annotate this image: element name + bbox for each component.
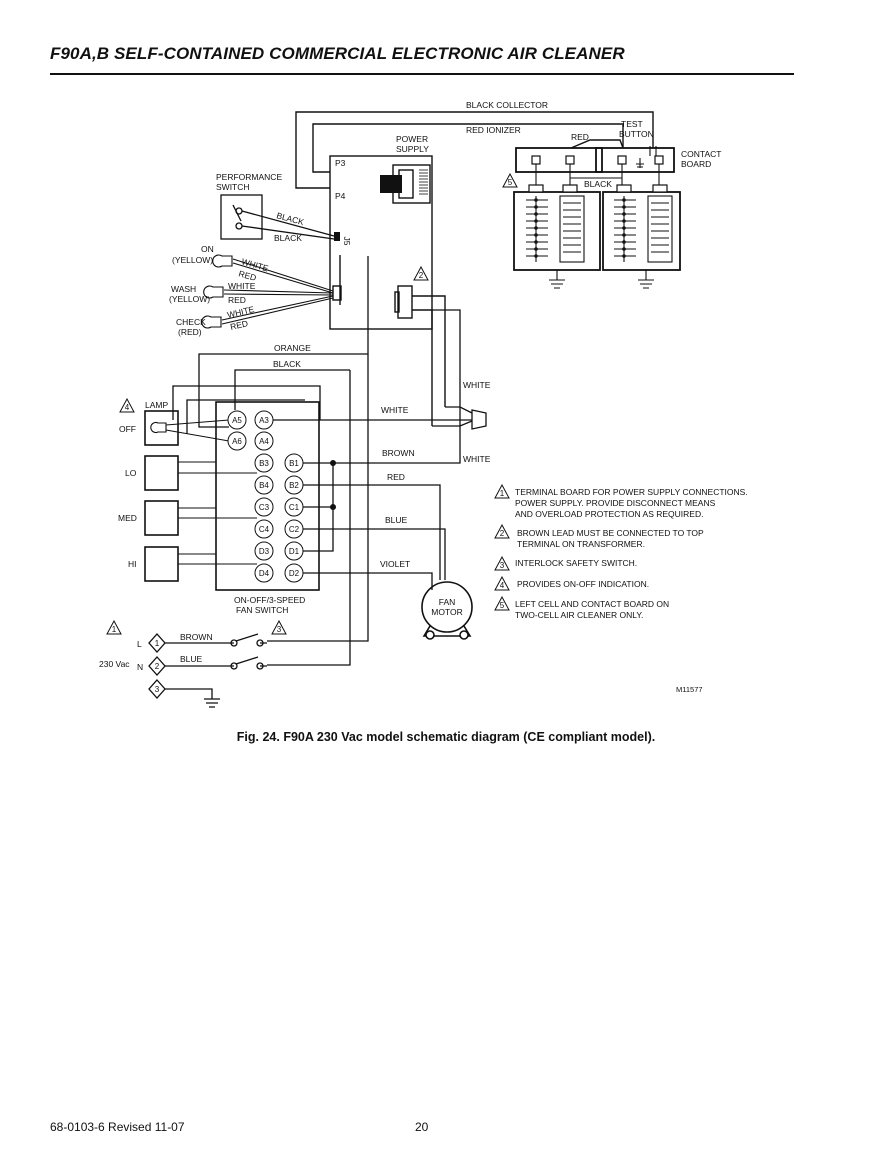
note-2-line-2: TERMINAL ON TRANSFORMER.: [517, 539, 645, 549]
marker-diamond-3: 3: [155, 685, 160, 694]
label-j5: J5: [342, 237, 352, 246]
label-black-right: BLACK: [584, 179, 612, 189]
terminal-d1: D1: [289, 547, 300, 556]
label-vac: 230 Vac: [99, 659, 130, 669]
label-on-off-switch-1: ON-OFF/3-SPEED: [234, 595, 305, 605]
note-5-num: 5: [500, 601, 505, 610]
label-power-supply-1: POWER: [396, 134, 428, 144]
note-1-num: 1: [500, 489, 505, 498]
label-on-off-switch-2: FAN SWITCH: [236, 605, 288, 615]
label-performance-switch-1: PERFORMANCE: [216, 172, 282, 182]
label-p4: P4: [335, 191, 346, 201]
terminal-b1: B1: [289, 459, 299, 468]
label-check-2: (RED): [178, 327, 202, 337]
label-power-supply-2: SUPPLY: [396, 144, 429, 154]
terminal-d4: D4: [259, 569, 270, 578]
label-red-2: RED: [228, 295, 246, 305]
label-on-1: ON: [201, 244, 214, 254]
label-red-b2: RED: [387, 472, 405, 482]
label-med: MED: [118, 513, 137, 523]
figure-caption: Fig. 24. F90A 230 Vac model schematic di…: [236, 730, 656, 744]
note-1-line-3: AND OVERLOAD PROTECTION AS REQUIRED.: [515, 509, 703, 519]
note-2-num: 2: [500, 529, 505, 538]
terminal-b4: B4: [259, 481, 269, 490]
note-1-line-2: POWER SUPPLY. PROVIDE DISCONNECT MEANS: [515, 498, 716, 508]
label-performance-switch-2: SWITCH: [216, 182, 250, 192]
label-white-right-bottom: WHITE: [463, 454, 491, 464]
label-brown-line: BROWN: [180, 632, 213, 642]
terminal-b2: B2: [289, 481, 299, 490]
label-red-ionizer: RED IONIZER: [466, 125, 521, 135]
terminal-a4: A4: [259, 437, 269, 446]
label-white-a3: WHITE: [381, 405, 409, 415]
label-wash-1: WASH: [171, 284, 196, 294]
title-rule: [50, 73, 794, 75]
note-5-line-1: LEFT CELL AND CONTACT BOARD ON: [515, 599, 669, 609]
note-3-line-1: INTERLOCK SAFETY SWITCH.: [515, 558, 637, 568]
terminal-a3: A3: [259, 416, 269, 425]
terminal-a6: A6: [232, 437, 242, 446]
label-p3: P3: [335, 158, 346, 168]
terminal-d3: D3: [259, 547, 270, 556]
marker-tri-3-a: 3: [277, 625, 282, 634]
label-black-collector: BLACK COLLECTOR: [466, 100, 548, 110]
label-red-3: RED: [229, 318, 249, 332]
label-m-number: M11577: [676, 685, 703, 694]
doc-number: 68-0103-6 Revised 11-07: [50, 1120, 185, 1134]
label-off: OFF: [119, 424, 136, 434]
terminal-c2: C2: [289, 525, 300, 534]
label-black-mid: BLACK: [273, 359, 301, 369]
label-contact-board-1: CONTACT: [681, 149, 721, 159]
marker-tri-5-a: 5: [508, 178, 513, 187]
label-lamp: LAMP: [145, 400, 168, 410]
label-brown-b1: BROWN: [382, 448, 415, 458]
terminal-c4: C4: [259, 525, 270, 534]
label-red-1: RED: [237, 268, 257, 283]
page-number: 20: [415, 1120, 429, 1134]
label-wash-2: (YELLOW): [169, 294, 210, 304]
terminal-b3: B3: [259, 459, 269, 468]
label-white-2: WHITE: [228, 281, 256, 291]
label-fan-motor-2: MOTOR: [431, 607, 462, 617]
label-violet-d2: VIOLET: [380, 559, 410, 569]
label-on-2: (YELLOW): [172, 255, 213, 265]
label-black-wire-2: BLACK: [274, 233, 302, 243]
marker-tri-4-a: 4: [125, 403, 130, 412]
terminal-c3: C3: [259, 503, 270, 512]
marker-diamond-2: 2: [155, 662, 160, 671]
label-test-button-1: TEST: [621, 119, 643, 129]
label-white-right-top: WHITE: [463, 380, 491, 390]
note-4-line-1: PROVIDES ON-OFF INDICATION.: [517, 579, 649, 589]
terminal-d2: D2: [289, 569, 300, 578]
label-blue-line: BLUE: [180, 654, 203, 664]
note-5-line-2: TWO-CELL AIR CLEANER ONLY.: [515, 610, 643, 620]
label-lo: LO: [125, 468, 137, 478]
marker-tri-2-a: 2: [419, 271, 424, 280]
marker-tri-1-a: 1: [112, 625, 117, 634]
terminal-c1: C1: [289, 503, 300, 512]
marker-diamond-1: 1: [155, 639, 160, 648]
label-l: L: [137, 639, 142, 649]
label-red-top: RED: [571, 132, 589, 142]
label-fan-motor-1: FAN: [439, 597, 456, 607]
label-blue-c2: BLUE: [385, 515, 408, 525]
note-1-line-1: TERMINAL BOARD FOR POWER SUPPLY CONNECTI…: [515, 487, 748, 497]
label-orange: ORANGE: [274, 343, 311, 353]
note-4-num: 4: [500, 581, 505, 590]
page-title: F90A,B SELF-CONTAINED COMMERCIAL ELECTRO…: [50, 44, 625, 63]
label-hi: HI: [128, 559, 137, 569]
label-check-1: CHECK: [176, 317, 206, 327]
label-contact-board-2: BOARD: [681, 159, 711, 169]
label-n: N: [137, 662, 143, 672]
label-test-button-2: BUTTON: [619, 129, 654, 139]
note-3-num: 3: [500, 561, 505, 570]
terminal-a5: A5: [232, 416, 242, 425]
note-2-line-1: BROWN LEAD MUST BE CONNECTED TO TOP: [517, 528, 704, 538]
